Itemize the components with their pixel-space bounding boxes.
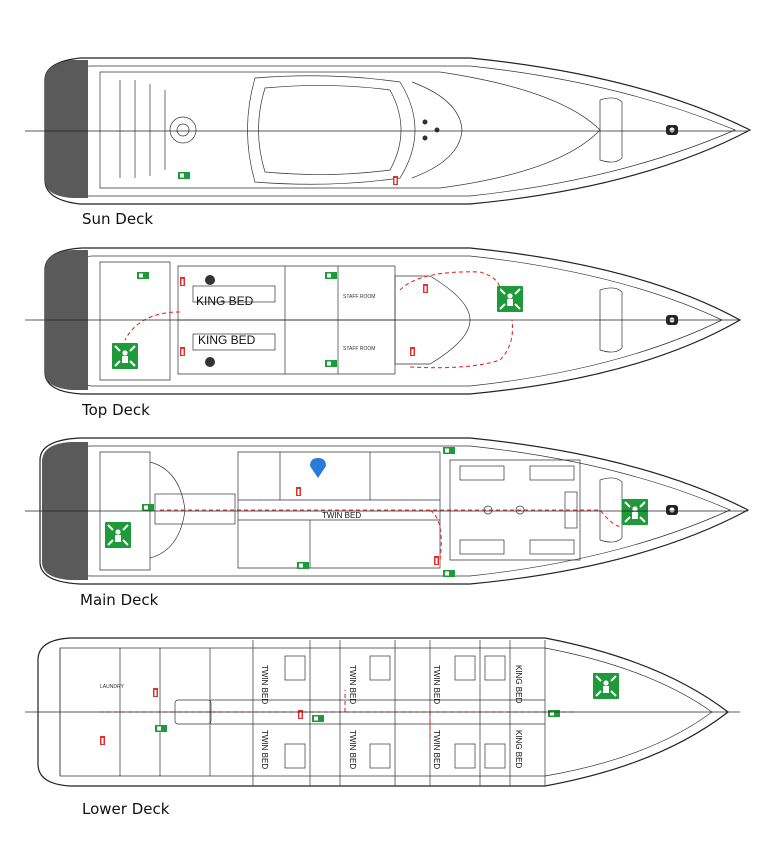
top-deck-staff-room-1: STAFF ROOM xyxy=(343,294,375,300)
main-deck-title: Main Deck xyxy=(80,591,159,609)
sun-deck-title: Sun Deck xyxy=(82,210,153,228)
main-deck-twin-bed: TWIN BED xyxy=(322,511,361,520)
top-deck-plan: KING BED KING BED STAFF ROOM STAFF ROOM … xyxy=(25,247,742,419)
lower-top-bed-3: TWIN BED xyxy=(432,665,441,704)
lower-top-bed-1: TWIN BED xyxy=(260,665,269,704)
lower-top-bed-2: TWIN BED xyxy=(348,665,357,704)
lower-top-bed-4: KING BED xyxy=(514,665,523,703)
top-deck-king-bed-1: KING BED xyxy=(196,294,254,308)
lower-bottom-bed-1: TWIN BED xyxy=(260,730,269,769)
top-deck-staff-room-2: STAFF ROOM xyxy=(343,346,375,352)
lower-bottom-bed-4: KING BED xyxy=(514,730,523,768)
lower-deck-title: Lower Deck xyxy=(82,800,170,818)
top-deck-title: Top Deck xyxy=(81,401,150,419)
lower-deck-plan: LAUNDRY TWIN BED TWIN BED TWIN BED KING … xyxy=(25,637,740,818)
main-deck-plan: TWIN BED Main Deck xyxy=(25,437,750,609)
lower-bottom-bed-3: TWIN BED xyxy=(432,730,441,769)
top-deck-king-bed-2: KING BED xyxy=(198,333,256,347)
laundry-label: LAUNDRY xyxy=(100,684,124,690)
sun-deck-plan: Sun Deck xyxy=(25,57,752,228)
lower-bottom-bed-2: TWIN BED xyxy=(348,730,357,769)
